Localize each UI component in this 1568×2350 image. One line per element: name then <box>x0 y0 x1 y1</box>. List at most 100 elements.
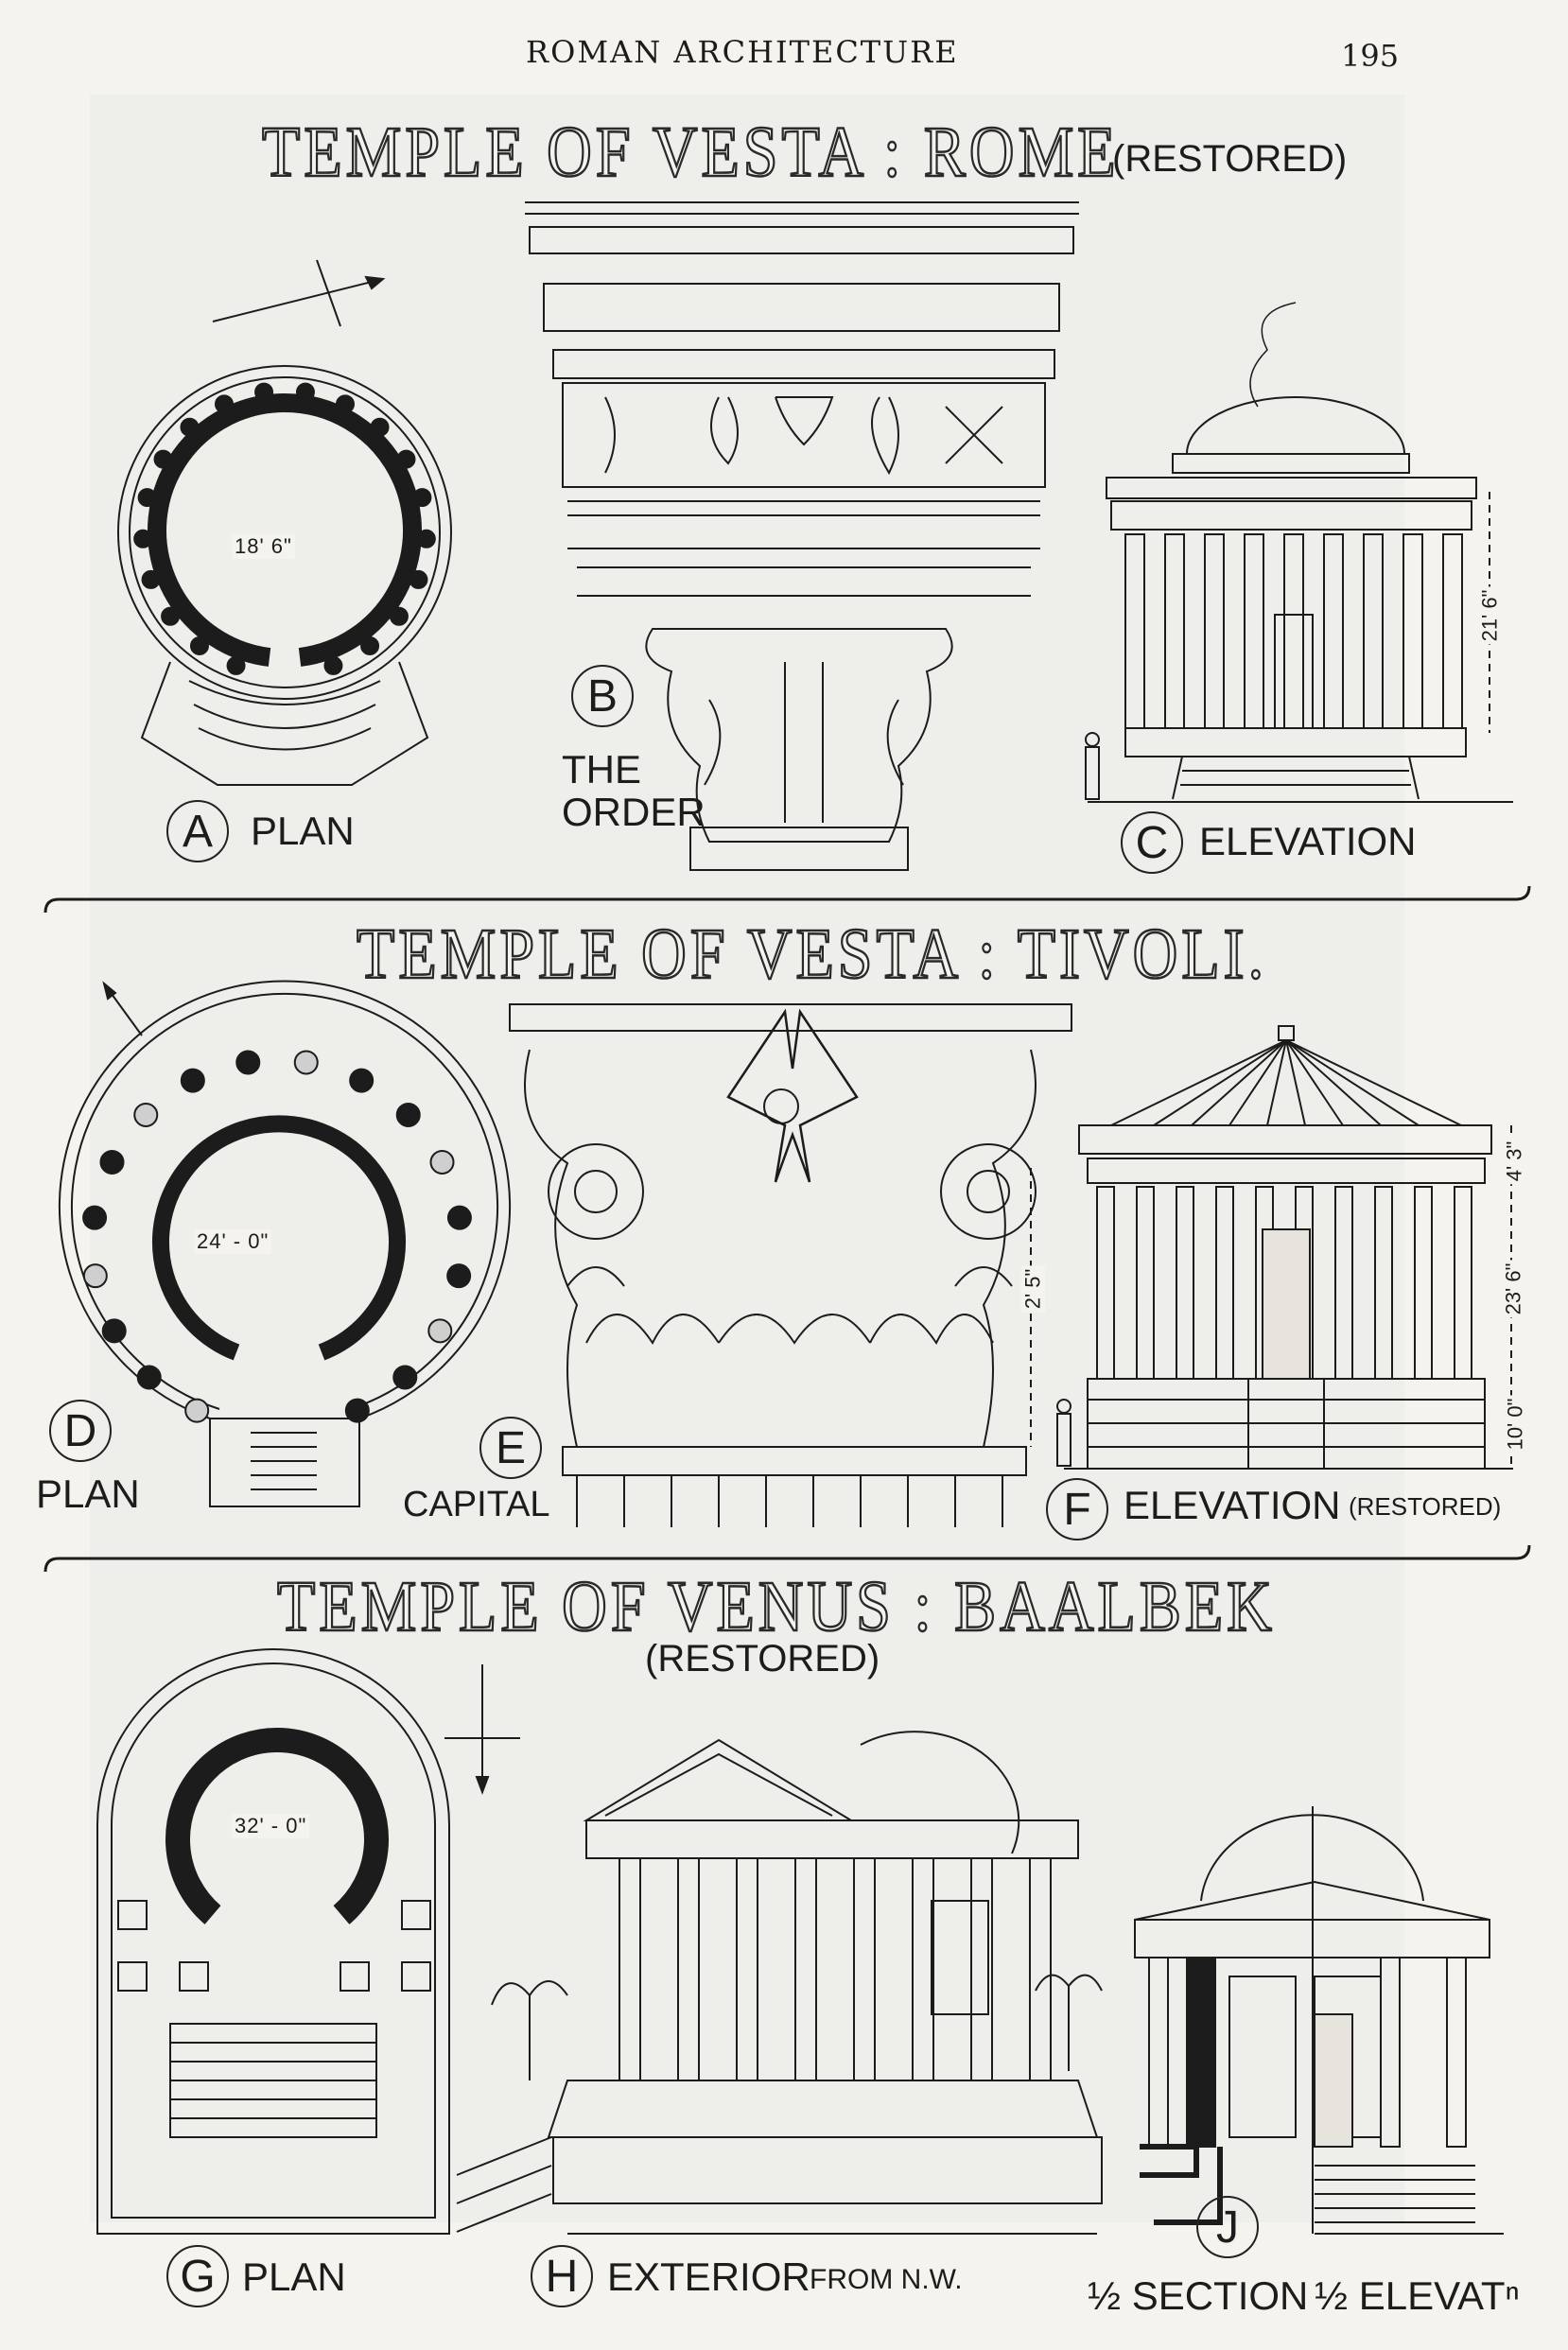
column-dot <box>293 1050 319 1075</box>
column <box>1204 533 1225 729</box>
figure-label-plan: PLAN <box>36 1471 140 1516</box>
column <box>1215 1186 1234 1380</box>
column <box>677 1857 700 2081</box>
figure-label-capital: CAPITAL <box>403 1485 550 1524</box>
section-title-vesta-rome: TEMPLE OF VESTA : ROME <box>261 112 1120 193</box>
column-square <box>179 1961 209 1992</box>
figure-label-elevation: ELEVATION <box>1199 819 1417 863</box>
column <box>794 1857 817 2081</box>
section-title-venus-baalbek: TEMPLE OF VENUS : BAALBEK <box>276 1566 1276 1647</box>
column-dot <box>99 1149 125 1175</box>
section-note-restored: (RESTORED) <box>1112 138 1348 180</box>
column-dot <box>82 1263 108 1289</box>
figure-letter-f: F <box>1046 1478 1108 1541</box>
figure-label-order: ORDER <box>562 790 706 834</box>
section-note-restored: (RESTORED) <box>645 1638 880 1680</box>
dimension-label: 2' 5" <box>1020 1265 1046 1313</box>
column-dot <box>141 569 161 589</box>
column-dot <box>416 529 436 548</box>
column-dot <box>323 655 343 675</box>
column <box>1244 533 1264 729</box>
column-dot <box>344 1398 370 1423</box>
column <box>853 1857 876 2081</box>
column-dot <box>370 417 390 437</box>
plan-d-drawing <box>59 980 511 1507</box>
column-dot <box>161 606 181 626</box>
dimension-label: 10' 0" <box>1503 1395 1528 1454</box>
order-b-drawing <box>525 201 1079 871</box>
figure-label-half-elevation: ½ ELEVATⁿ <box>1315 2273 1520 2318</box>
column-dot <box>429 1149 455 1175</box>
column-dot <box>133 1102 159 1127</box>
column-dot <box>226 655 246 675</box>
column <box>1454 1186 1472 1380</box>
column-dot <box>392 1365 418 1390</box>
column-dot <box>184 1398 210 1423</box>
column <box>1374 1186 1393 1380</box>
dimension-label: 23' 6" <box>1501 1260 1526 1318</box>
figure-label-plan: PLAN <box>242 2254 346 2299</box>
figure-letter-e: E <box>479 1417 542 1479</box>
column-dot <box>409 569 428 589</box>
column <box>1334 1186 1353 1380</box>
north-arrow-icon-a <box>212 259 386 327</box>
exterior-h-drawing <box>456 1731 1103 2235</box>
column-dot <box>180 417 200 437</box>
column-square <box>401 1900 431 1930</box>
column-dot <box>101 1318 127 1344</box>
column <box>1283 533 1304 729</box>
elevation-f-drawing <box>1056 1025 1513 1470</box>
figure-label-exterior: EXTERIOR <box>607 2254 810 2299</box>
page-number: 195 <box>1341 38 1400 74</box>
column-dot <box>235 1050 261 1075</box>
figure-label-the: THE <box>562 747 641 792</box>
column <box>618 1857 641 2081</box>
column <box>1176 1186 1194 1380</box>
north-arrow-icon-g <box>444 1664 520 1795</box>
column-square <box>340 1961 370 1992</box>
capital-e-drawing <box>509 1003 1072 1527</box>
column-dot <box>427 1318 453 1344</box>
column-dot <box>396 449 416 469</box>
north-arrow-icon-d <box>102 981 143 1036</box>
column-dot <box>335 394 355 414</box>
column <box>736 1857 758 2081</box>
column-dot <box>295 382 315 402</box>
column-dot <box>389 606 409 626</box>
dimension-label: 21' 6" <box>1477 586 1503 645</box>
column-dot <box>180 1068 205 1093</box>
column <box>1323 533 1344 729</box>
column-dot <box>254 382 274 402</box>
column-dot <box>133 529 153 548</box>
column <box>1164 533 1185 729</box>
figure-letter-b: B <box>571 665 634 727</box>
column <box>1136 1186 1155 1380</box>
figure-letter-d: D <box>49 1400 112 1462</box>
column-dot <box>446 1205 472 1230</box>
section-title-vesta-tivoli: TEMPLE OF VESTA : TIVOLI. <box>356 914 1268 995</box>
dimension-label: 24' - 0" <box>194 1229 272 1254</box>
column <box>1096 1186 1115 1380</box>
figure-label-plan: PLAN <box>251 809 355 853</box>
dimension-label: 18' 6" <box>232 534 295 559</box>
column-dot <box>215 394 235 414</box>
figure-label-half-section: ½ SECTION <box>1088 2273 1309 2318</box>
column <box>1124 533 1145 729</box>
elevation-c-drawing <box>1085 302 1513 803</box>
dimension-label: 4' 3" <box>1502 1138 1527 1185</box>
figure-letter-g: G <box>166 2245 229 2307</box>
column-dot <box>446 1263 472 1289</box>
column <box>912 1857 934 2081</box>
column-dot <box>136 1365 162 1390</box>
column <box>1363 533 1384 729</box>
column-dot <box>349 1068 375 1093</box>
column-dot <box>189 635 209 655</box>
figure-note-restored: (RESTORED) <box>1349 1492 1502 1521</box>
running-title: ROMAN ARCHITECTURE <box>526 34 959 70</box>
column-dot <box>153 449 173 469</box>
column-dot <box>360 635 380 655</box>
plan-g-drawing <box>96 1648 450 2235</box>
figure-letter-a: A <box>166 800 229 862</box>
figure-label-elevation: ELEVATION <box>1124 1483 1341 1527</box>
